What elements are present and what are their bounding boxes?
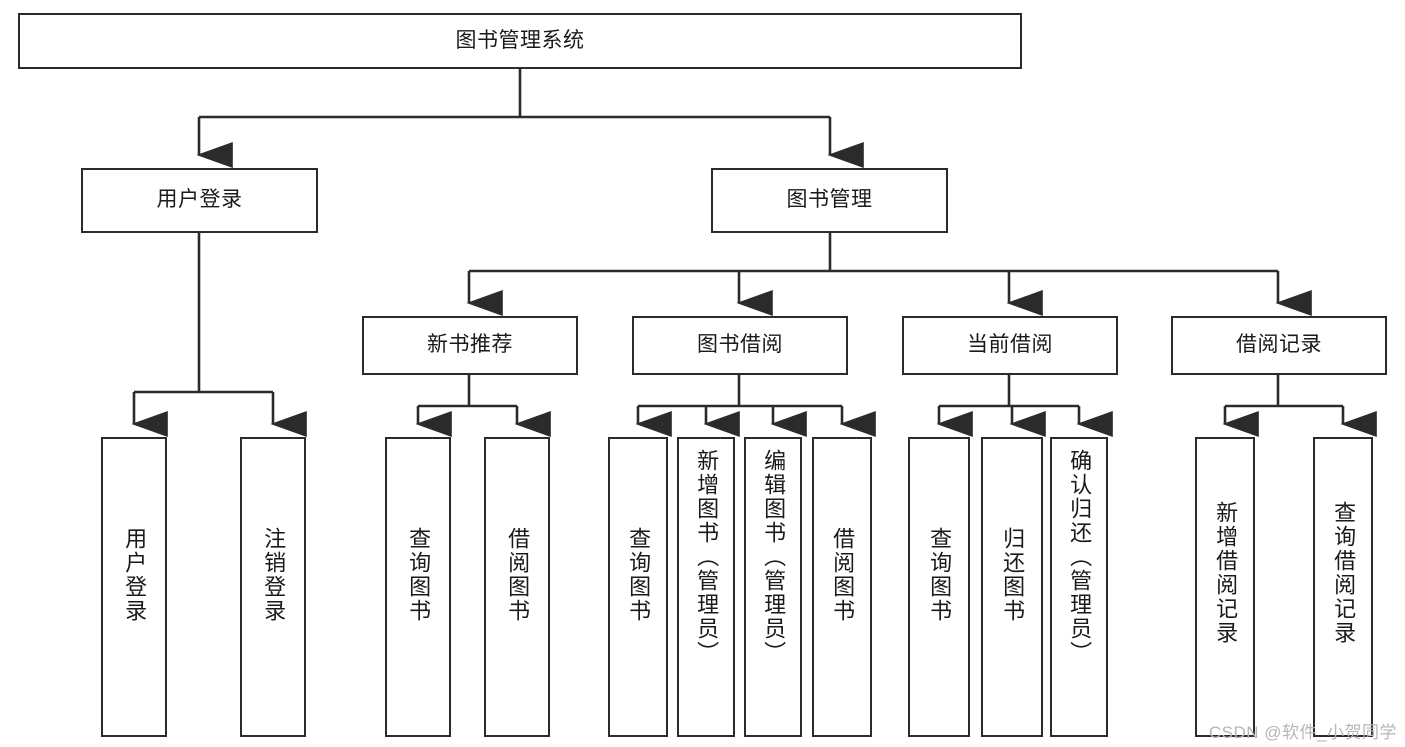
node-leaf-query-book-rec[interactable]: 查询图书 [385, 437, 451, 737]
node-leaf-confirm-return[interactable]: 确认归还（管理员） [1050, 437, 1108, 737]
node-current-borrow-label: 当前借阅 [967, 333, 1053, 357]
node-leaf-query-book-borrow-label: 查询图书 [626, 527, 652, 623]
node-leaf-edit-book-label: 编辑图书（管理员） [761, 449, 787, 665]
node-new-book-rec-label: 新书推荐 [427, 333, 513, 357]
node-leaf-user-logout[interactable]: 注销登录 [240, 437, 306, 737]
node-leaf-user-login[interactable]: 用户登录 [101, 437, 167, 737]
node-leaf-query-borrow-record-label: 查询借阅记录 [1331, 501, 1357, 645]
node-new-book-rec[interactable]: 新书推荐 [362, 316, 578, 375]
node-borrow-record-label: 借阅记录 [1236, 333, 1322, 357]
node-book-borrow-label: 图书借阅 [697, 333, 783, 357]
node-user-login-label: 用户登录 [156, 188, 243, 212]
node-leaf-user-login-label: 用户登录 [122, 527, 148, 623]
node-leaf-query-borrow-record[interactable]: 查询借阅记录 [1313, 437, 1373, 737]
node-leaf-user-logout-label: 注销登录 [261, 527, 287, 623]
node-leaf-borrow-book-label: 借阅图书 [830, 527, 856, 623]
node-leaf-query-book-borrow[interactable]: 查询图书 [608, 437, 668, 737]
node-book-manage[interactable]: 图书管理 [711, 168, 948, 233]
node-book-borrow[interactable]: 图书借阅 [632, 316, 848, 375]
node-leaf-query-book-cur[interactable]: 查询图书 [908, 437, 970, 737]
node-leaf-borrow-book[interactable]: 借阅图书 [812, 437, 872, 737]
node-leaf-borrow-book-rec[interactable]: 借阅图书 [484, 437, 550, 737]
node-leaf-add-book[interactable]: 新增图书（管理员） [677, 437, 735, 737]
node-current-borrow[interactable]: 当前借阅 [902, 316, 1118, 375]
node-leaf-add-book-label: 新增图书（管理员） [694, 449, 720, 665]
node-leaf-confirm-return-label: 确认归还（管理员） [1067, 449, 1093, 665]
node-leaf-add-borrow-record[interactable]: 新增借阅记录 [1195, 437, 1255, 737]
node-leaf-return-book[interactable]: 归还图书 [981, 437, 1043, 737]
node-leaf-borrow-book-rec-label: 借阅图书 [505, 527, 531, 623]
watermark: CSDN @软件_小贺同学 [1208, 723, 1397, 742]
node-leaf-edit-book[interactable]: 编辑图书（管理员） [744, 437, 802, 737]
node-user-login[interactable]: 用户登录 [81, 168, 318, 233]
node-borrow-record[interactable]: 借阅记录 [1171, 316, 1387, 375]
node-leaf-add-borrow-record-label: 新增借阅记录 [1213, 501, 1239, 645]
node-book-manage-label: 图书管理 [786, 188, 873, 212]
node-leaf-return-book-label: 归还图书 [1000, 527, 1026, 623]
node-leaf-query-book-cur-label: 查询图书 [927, 527, 953, 623]
node-root[interactable]: 图书管理系统 [18, 13, 1022, 69]
node-leaf-query-book-rec-label: 查询图书 [406, 527, 432, 623]
node-root-label: 图书管理系统 [455, 28, 585, 52]
